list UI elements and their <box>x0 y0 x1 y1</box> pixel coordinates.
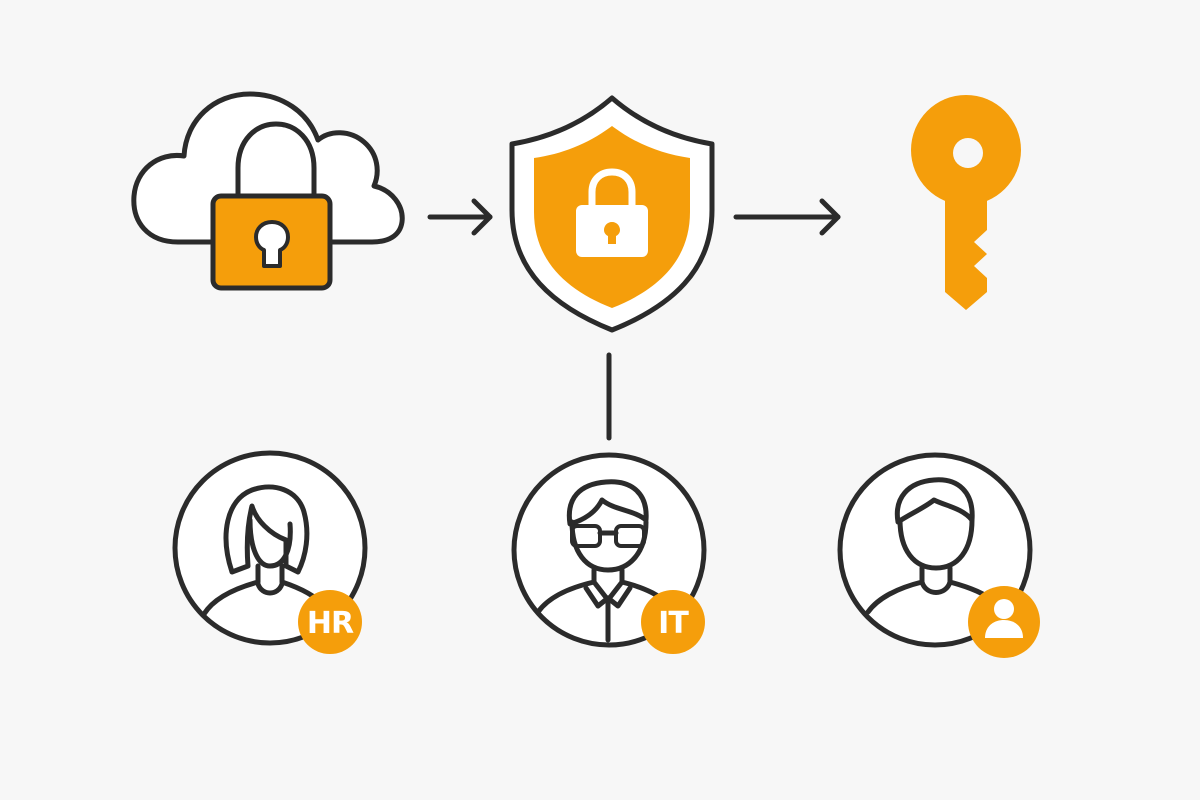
shield-padlock-shackle <box>588 168 636 211</box>
padlock-shackle <box>235 121 317 201</box>
cloud-icon <box>131 91 405 245</box>
cloud-lock-icon <box>131 91 405 291</box>
badge-person <box>968 586 1040 658</box>
badge-hr: HR <box>298 590 362 654</box>
man-glasses-avatar-icon <box>535 479 675 643</box>
woman-avatar-icon <box>223 484 310 575</box>
shield-lock-icon <box>509 95 715 333</box>
key-icon <box>911 95 1021 310</box>
badge-hr-label: HR <box>307 606 354 641</box>
arrow-right-icon <box>427 198 493 236</box>
shield-keyhole <box>604 222 620 244</box>
arrow-right-icon <box>733 198 841 236</box>
badge-it: IT <box>641 590 705 654</box>
person-icon <box>985 599 1023 638</box>
badge-it-label: IT <box>658 606 689 641</box>
keyhole-icon <box>254 220 290 268</box>
